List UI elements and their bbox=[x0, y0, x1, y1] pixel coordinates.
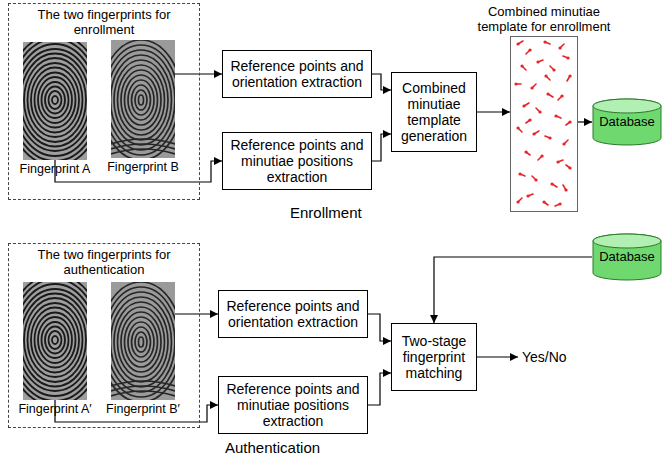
process-box: Reference points and minutiae positions … bbox=[218, 376, 368, 434]
fingerprint-label: Fingerprint A bbox=[20, 162, 91, 177]
dashed-group: The two fingerprints for enrollmentFinge… bbox=[8, 3, 200, 200]
flow-arrow bbox=[368, 373, 391, 405]
database-text: Database bbox=[599, 249, 655, 264]
fingerprint-picture bbox=[23, 282, 87, 400]
database-cylinder: Database bbox=[592, 233, 662, 281]
fingerprint-label: Fingerprint A′ bbox=[18, 402, 91, 417]
minutiae-marks bbox=[516, 41, 570, 206]
flow-arrow bbox=[368, 314, 391, 341]
flow-arrow bbox=[477, 111, 510, 112]
group-heading: The two fingerprints for enrollment bbox=[9, 4, 199, 37]
flow-arrow bbox=[434, 257, 592, 323]
fingerprint-image: Fingerprint B bbox=[111, 40, 175, 158]
fingerprint-picture bbox=[111, 282, 175, 400]
process-box: Two-stage fingerprint matching bbox=[391, 323, 477, 391]
flow-arrow bbox=[372, 134, 391, 161]
section-title: Enrollment bbox=[290, 204, 362, 222]
section-title: Authentication bbox=[225, 439, 320, 457]
fingerprint-picture bbox=[23, 42, 87, 160]
group-heading: The two fingerprints for authentication bbox=[9, 244, 199, 277]
dashed-group: The two fingerprints for authenticationF… bbox=[8, 243, 200, 428]
process-box: Reference points and orientation extract… bbox=[218, 290, 368, 338]
fingerprint-picture bbox=[111, 40, 175, 158]
box-text: Reference points and orientation extract… bbox=[228, 58, 366, 90]
box-text: Reference points and minutiae positions … bbox=[224, 381, 362, 429]
box-text: Two-stage fingerprint matching bbox=[397, 333, 471, 381]
template-heading: Combined minutiae template for enrollmen… bbox=[469, 4, 619, 37]
output-arrow bbox=[477, 356, 518, 357]
process-box: Reference points and minutiae positions … bbox=[222, 132, 372, 190]
fingerprint-image: Fingerprint B′ bbox=[111, 282, 175, 400]
flow-arrow bbox=[175, 313, 218, 314]
process-box: Combined minutiae template generation bbox=[391, 72, 477, 152]
fingerprint-image: Fingerprint A′ bbox=[23, 282, 87, 400]
fingerprint-label: Fingerprint B′ bbox=[106, 402, 180, 417]
database-text: Database bbox=[599, 114, 655, 129]
template-box: Combined minutiae template for enrollmen… bbox=[510, 36, 578, 212]
database-cylinder: Database bbox=[592, 98, 662, 146]
flow-arrow bbox=[372, 74, 391, 90]
flow-arrow bbox=[175, 73, 222, 74]
output-label: Yes/No bbox=[522, 348, 567, 366]
fingerprint-image: Fingerprint A bbox=[23, 42, 87, 160]
process-box: Reference points and orientation extract… bbox=[222, 50, 372, 98]
box-text: Reference points and minutiae positions … bbox=[228, 137, 366, 185]
box-text: Combined minutiae template generation bbox=[397, 80, 471, 144]
flow-arrow bbox=[578, 121, 592, 122]
box-text: Reference points and orientation extract… bbox=[224, 298, 362, 330]
fingerprint-label: Fingerprint B bbox=[107, 160, 179, 175]
